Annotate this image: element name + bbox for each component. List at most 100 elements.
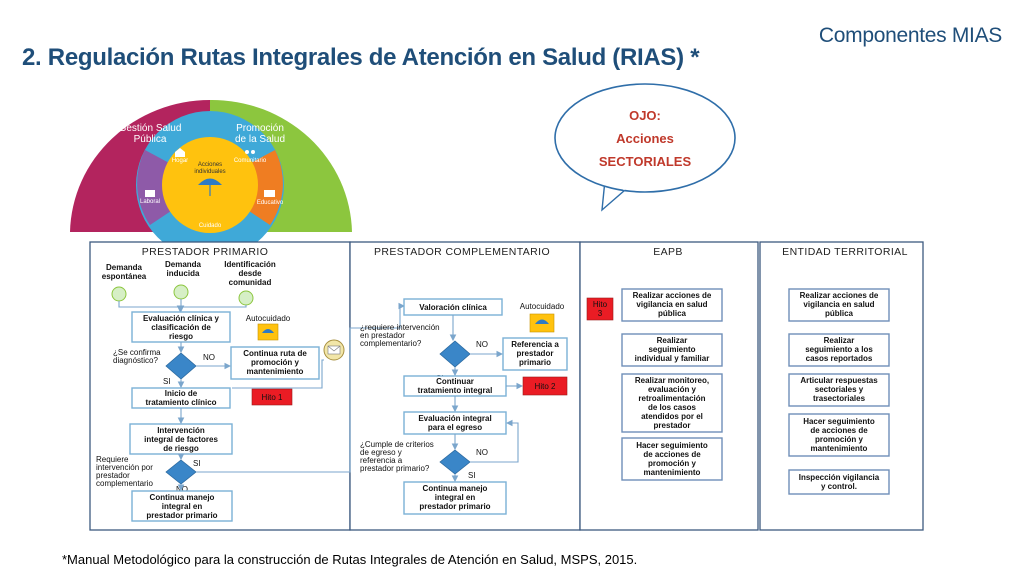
hito3-line-1: Hito [593, 300, 608, 309]
et-b1-l1: Realizar acciones de [800, 291, 879, 300]
et-b2-l2: seguimiento a los [805, 345, 873, 354]
sectoral-callout: OJO: Acciones SECTORIALES [554, 83, 736, 212]
territorial-header: ENTIDAD TERRITORIAL [782, 246, 908, 258]
eapb-b2-l2: seguimiento [648, 345, 695, 354]
source-1-icon [111, 286, 127, 302]
eapb-b3-l5: atendidos por el [641, 412, 703, 421]
promocion-label-2: de la Salud [235, 134, 285, 145]
et-b2-l1: Realizar [824, 336, 855, 345]
evaluacion-line-3: riesgo [169, 332, 193, 341]
source-1-line-2: espontánea [102, 272, 147, 281]
territorial-actions: Realizar acciones de vigilancia en salud… [788, 288, 890, 495]
evaluacion-line-1: Evaluación clínica y [143, 314, 220, 323]
question2-line-3: prestador [96, 471, 130, 480]
question2-line-2: intervención por [96, 463, 153, 472]
valoracion-label: Valoración clínica [419, 303, 487, 312]
continua-ruta-line-2: promoción y [251, 358, 300, 367]
c-question2-line-3: referencia a [360, 456, 403, 465]
autocuidado-label-1: Autocuidado [246, 314, 291, 323]
et-b1-l2: vigilancia en salud [803, 300, 874, 309]
eapb-actions: Hito 3 Realizar acciones de vigilancia e… [586, 288, 723, 481]
center-label-2: individuales [194, 169, 225, 175]
eapb-b3-l2: evaluación y [648, 385, 697, 394]
c-question2-line-1: ¿Cumple de criterios [360, 440, 434, 449]
manejo-primario-line-1: Continua manejo [150, 493, 215, 502]
briefcase-icon [145, 190, 155, 197]
continua-manejo-complementario-box [403, 481, 507, 515]
eapb-b3-l3: retroalimentación [638, 394, 705, 403]
callout-line-1: OJO: [629, 108, 661, 123]
house-icon [175, 148, 185, 157]
continua-ruta-line-1: Continua ruta de [243, 349, 307, 358]
et-inspeccion-box [788, 469, 890, 495]
et-seguimiento-box [788, 333, 890, 367]
manejo-c-line-1: Continua manejo [423, 484, 488, 493]
umbrella-icon [198, 178, 222, 196]
hito-1 [251, 388, 293, 406]
inicio-line-2: tratamiento clínico [145, 398, 216, 407]
school-icon [264, 190, 275, 197]
question2-line-4: complementario [96, 479, 153, 488]
hito1-label: Hito 1 [262, 393, 283, 402]
manejo-primario-line-3: prestador primario [146, 511, 217, 520]
source-3-icon [238, 290, 254, 306]
et-b3-l2: sectoriales y [815, 385, 864, 394]
eapb-b3-l4: de los casos [648, 403, 697, 412]
et-b5-l2: y control. [821, 482, 857, 491]
et-b4-l2: de acciones de [810, 426, 868, 435]
continua-ruta-line-3: mantenimiento [247, 367, 304, 376]
people-icon [245, 150, 255, 154]
eapb-vigilancia-box [621, 288, 723, 322]
source-3-line-3: comunidad [229, 278, 272, 287]
c-question1-line-1: ¿requiere intervención [360, 323, 440, 332]
hito-2 [522, 376, 568, 396]
continuar-line-1: Continuar [436, 377, 474, 386]
cuidado-label: Cuidado [199, 223, 222, 229]
educativo-label: Educativo [257, 200, 284, 206]
et-b3-l1: Articular respuestas [800, 376, 878, 385]
si1-label: SI [163, 377, 171, 386]
source-2-icon [173, 284, 189, 300]
slide-title: 2. Regulación Rutas Integrales de Atenci… [22, 44, 700, 71]
c-no2-label: NO [476, 448, 488, 457]
intervencion-line-1: Intervención [157, 426, 205, 435]
intervencion-line-2: integral de factores [144, 435, 218, 444]
eapb-b4-l4: mantenimiento [644, 468, 701, 477]
si2-label: SI [193, 459, 201, 468]
eapb-seguimiento-box [621, 333, 723, 367]
eapb-b4-l1: Hacer seguimiento [636, 441, 708, 450]
question1-line-1: ¿Se confirma [113, 348, 161, 357]
hogar-label: Hogar [172, 158, 188, 164]
continua-manejo-primario-box [131, 490, 233, 522]
laboral-label: Laboral [140, 199, 160, 205]
et-b5-l1: Inspección vigilancia [799, 473, 880, 482]
complementario-header: PRESTADOR COMPLEMENTARIO [374, 246, 550, 258]
eapb-b3-l6: prestador [654, 421, 691, 430]
source-1-line-1: Demanda [106, 263, 143, 272]
no1-label: NO [203, 353, 215, 362]
gestion-label-2: Pública [134, 134, 167, 145]
eapb-b1-l2: vigilancia en salud [636, 300, 707, 309]
eapb-b4-l2: de acciones de [643, 450, 701, 459]
complementario-flow: Valoración clínica Autocuidado ¿requiere… [360, 298, 568, 515]
c-question2-line-4: prestador primario? [360, 464, 430, 473]
et-b2-l3: casos reportados [806, 354, 873, 363]
autocuidado-label-2: Autocuidado [520, 302, 565, 311]
evaluacion-line-2: clasificación de [151, 323, 211, 332]
et-b4-l1: Hacer seguimiento [803, 417, 875, 426]
continuar-line-2: tratamiento integral [418, 386, 493, 395]
footnote: *Manual Metodológico para la construcció… [62, 552, 638, 567]
egreso-line-1: Evaluación integral [418, 414, 491, 423]
center-label-1: Acciones [198, 162, 222, 168]
et-b4-l4: mantenimiento [811, 444, 868, 453]
et-promocion-box [788, 413, 890, 457]
source-2-line-2: inducida [167, 269, 200, 278]
intervencion-line-3: de riesgo [163, 444, 199, 453]
egreso-line-2: para el egreso [428, 423, 482, 432]
source-2-line-1: Demanda [165, 260, 202, 269]
continua-ruta-box [230, 346, 320, 380]
source-3-line-2: desde [238, 269, 262, 278]
c-question2-line-2: de egreso y [360, 448, 402, 457]
manejo-primario-line-2: integral en [162, 502, 203, 511]
referencia-line-3: primario [519, 358, 551, 367]
